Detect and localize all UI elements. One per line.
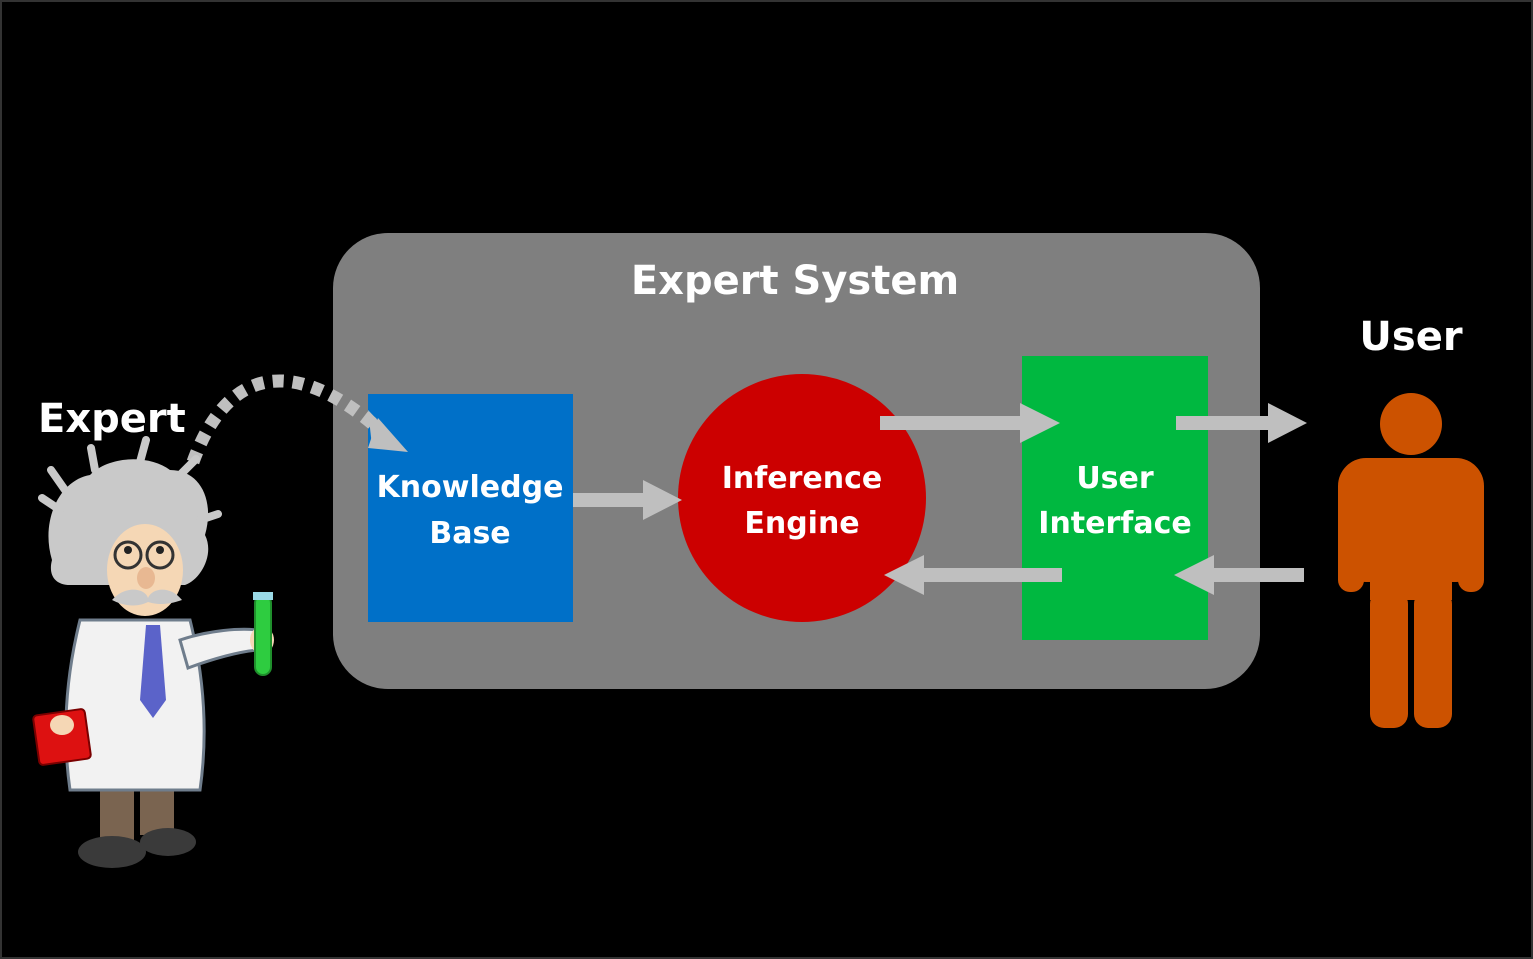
arrow-user-to-ui [1174, 555, 1304, 595]
knowledge-base-label-line2: Base [429, 516, 510, 551]
arrow-kb-to-ie [573, 480, 682, 520]
knowledge-base-box [368, 394, 573, 622]
knowledge-base-label-line1: Knowledge [377, 470, 564, 505]
user-interface-box [1022, 356, 1208, 640]
inference-engine-circle [678, 374, 926, 622]
user-interface-label-line1: User [1076, 461, 1154, 496]
expert-system-title: Expert System [631, 258, 959, 304]
scientist-illustration [32, 436, 274, 868]
arrow-ui-to-ie [884, 555, 1062, 595]
user-interface-label-line2: Interface [1038, 506, 1191, 541]
person-icon [1338, 393, 1484, 728]
inference-engine-label-line1: Inference [722, 461, 883, 496]
arrow-ui-to-user [1176, 403, 1307, 443]
dotted-arrow-expert-to-kb [186, 374, 408, 465]
expert-label: Expert [38, 396, 186, 442]
arrow-ie-to-ui [880, 403, 1060, 443]
user-label: User [1359, 314, 1462, 360]
inference-engine-label-line2: Engine [744, 506, 859, 541]
